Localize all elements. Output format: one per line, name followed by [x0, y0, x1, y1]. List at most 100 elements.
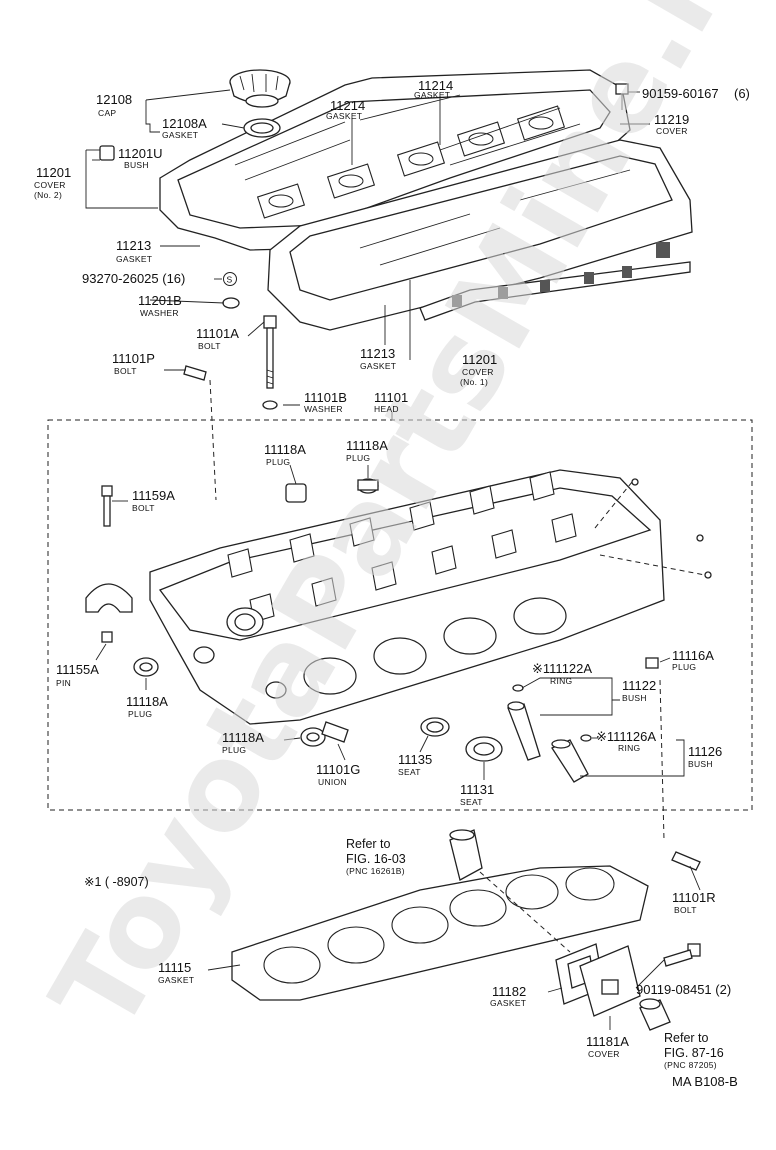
valve-seat-2 [465, 736, 503, 762]
plug-3 [133, 657, 159, 677]
part-number: 11118A [264, 442, 306, 457]
head-assembly-border [47, 419, 753, 811]
part-name: COVER [462, 367, 494, 377]
s-mark-circle [223, 272, 237, 286]
part-name: PLUG [346, 453, 370, 463]
part-name: BOLT [674, 905, 697, 915]
part-number: 11101 [374, 390, 408, 405]
footnote: ※1 ( -8907) [84, 875, 149, 889]
part-name: GASKET [414, 90, 450, 100]
part-name: BOLT [198, 341, 221, 351]
part-number: 11214 [418, 78, 453, 93]
plug-4 [300, 727, 326, 747]
part-number: 11118A [346, 438, 388, 453]
part-number: 11101B [304, 390, 347, 405]
part-note: (No. 2) [34, 190, 62, 200]
reference-figure: FIG. 16-03 [346, 852, 406, 866]
cover-washer [222, 297, 240, 309]
part-name: BUSH [124, 160, 149, 170]
reference-text: Refer to [346, 837, 391, 851]
part-name: PLUG [266, 457, 290, 467]
valve-seat-1 [420, 717, 450, 737]
part-name: GASKET [360, 361, 396, 371]
bearing-cap [85, 583, 133, 613]
part-number: 11181A [586, 1034, 629, 1049]
part-number: 11182 [492, 984, 526, 999]
part-name: PLUG [222, 745, 246, 755]
part-number: 12108 [96, 92, 132, 107]
reference-sleeve [449, 829, 571, 953]
part-number: 11214 [330, 98, 365, 113]
reference-pnc: (PNC 16261B) [346, 866, 405, 876]
part-number: 11131 [460, 782, 494, 797]
part-number: 11101P [112, 351, 155, 366]
part-name: RING [550, 676, 572, 686]
part-name: BUSH [688, 759, 713, 769]
valve-guide-2 [551, 739, 589, 783]
part-number: 11135 [398, 752, 432, 767]
part-number: 11116A [672, 648, 714, 663]
part-name: COVER [588, 1049, 620, 1059]
part-number: 11213 [116, 238, 151, 253]
part-name: BOLT [132, 503, 155, 513]
part-name: GASKET [490, 998, 526, 1008]
leader-lines [85, 89, 701, 1030]
part-number: 11101A [196, 326, 239, 341]
plug-1 [285, 483, 307, 503]
reference-pnc: (PNC 87205) [664, 1060, 717, 1070]
part-number: 11126 [688, 744, 722, 759]
part-number: 11213 [360, 346, 395, 361]
head-gasket [231, 865, 649, 1001]
part-qty: (6) [734, 86, 750, 101]
part-number: 11201 [36, 165, 71, 180]
valve-guide-1 [507, 701, 541, 761]
part-number: ※111126A [596, 729, 656, 744]
part-note: (No. 1) [460, 377, 488, 387]
union [321, 721, 349, 743]
part-name: SEAT [460, 797, 483, 807]
part-name: UNION [318, 777, 347, 787]
part-name: PIN [56, 678, 71, 688]
reference-figure: FIG. 87-16 [664, 1046, 724, 1060]
part-name: SEAT [398, 767, 421, 777]
part-name: CAP [98, 108, 116, 118]
part-name: PLUG [128, 709, 152, 719]
cylinder-head-cover-no2 [159, 69, 631, 251]
part-number: 11201U [118, 146, 163, 161]
cover-bolt [615, 83, 629, 110]
part-number: 12108A [162, 116, 207, 131]
part-name: COVER [656, 126, 688, 136]
part-number: 90159-60167 [642, 86, 719, 101]
part-name: GASKET [116, 254, 152, 264]
outlet-pipe [639, 998, 671, 1031]
part-name: BOLT [114, 366, 137, 376]
part-name: RING [618, 743, 640, 753]
diagram-code: MA B108-B [672, 1074, 738, 1089]
stud-bolt-p [183, 365, 217, 501]
part-number: 93270-26025 (16) [82, 271, 185, 286]
part-name: PLUG [672, 662, 696, 672]
part-name: HEAD [374, 404, 399, 414]
part-labels: 12108 CAP 12108A GASKET 11201U BUSH 1120… [34, 78, 750, 1089]
part-number: 11115 [158, 960, 191, 975]
part-number: 90119-08451 (2) [636, 982, 731, 997]
reference-text: Refer to [664, 1031, 709, 1045]
part-number: 11118A [126, 694, 168, 709]
ring-2 [580, 734, 592, 742]
water-outlet-cover [579, 945, 641, 1017]
part-number: 11201B [138, 293, 182, 308]
part-name: WASHER [304, 404, 343, 414]
plug-5 [645, 657, 659, 669]
cylinder-head-cover-no1 [267, 139, 693, 331]
part-name: GASKET [326, 111, 362, 121]
part-name: COVER [34, 180, 66, 190]
stud-bolt-r [659, 679, 701, 871]
part-number: 11219 [654, 112, 689, 127]
part-number: 11201 [462, 352, 497, 367]
outlet-bolt [663, 943, 701, 967]
cover-bush [99, 145, 115, 161]
part-number: 11159A [132, 488, 175, 503]
part-number: 11122 [622, 678, 656, 693]
dowel-pin [101, 631, 113, 643]
part-mark: S [227, 275, 233, 285]
